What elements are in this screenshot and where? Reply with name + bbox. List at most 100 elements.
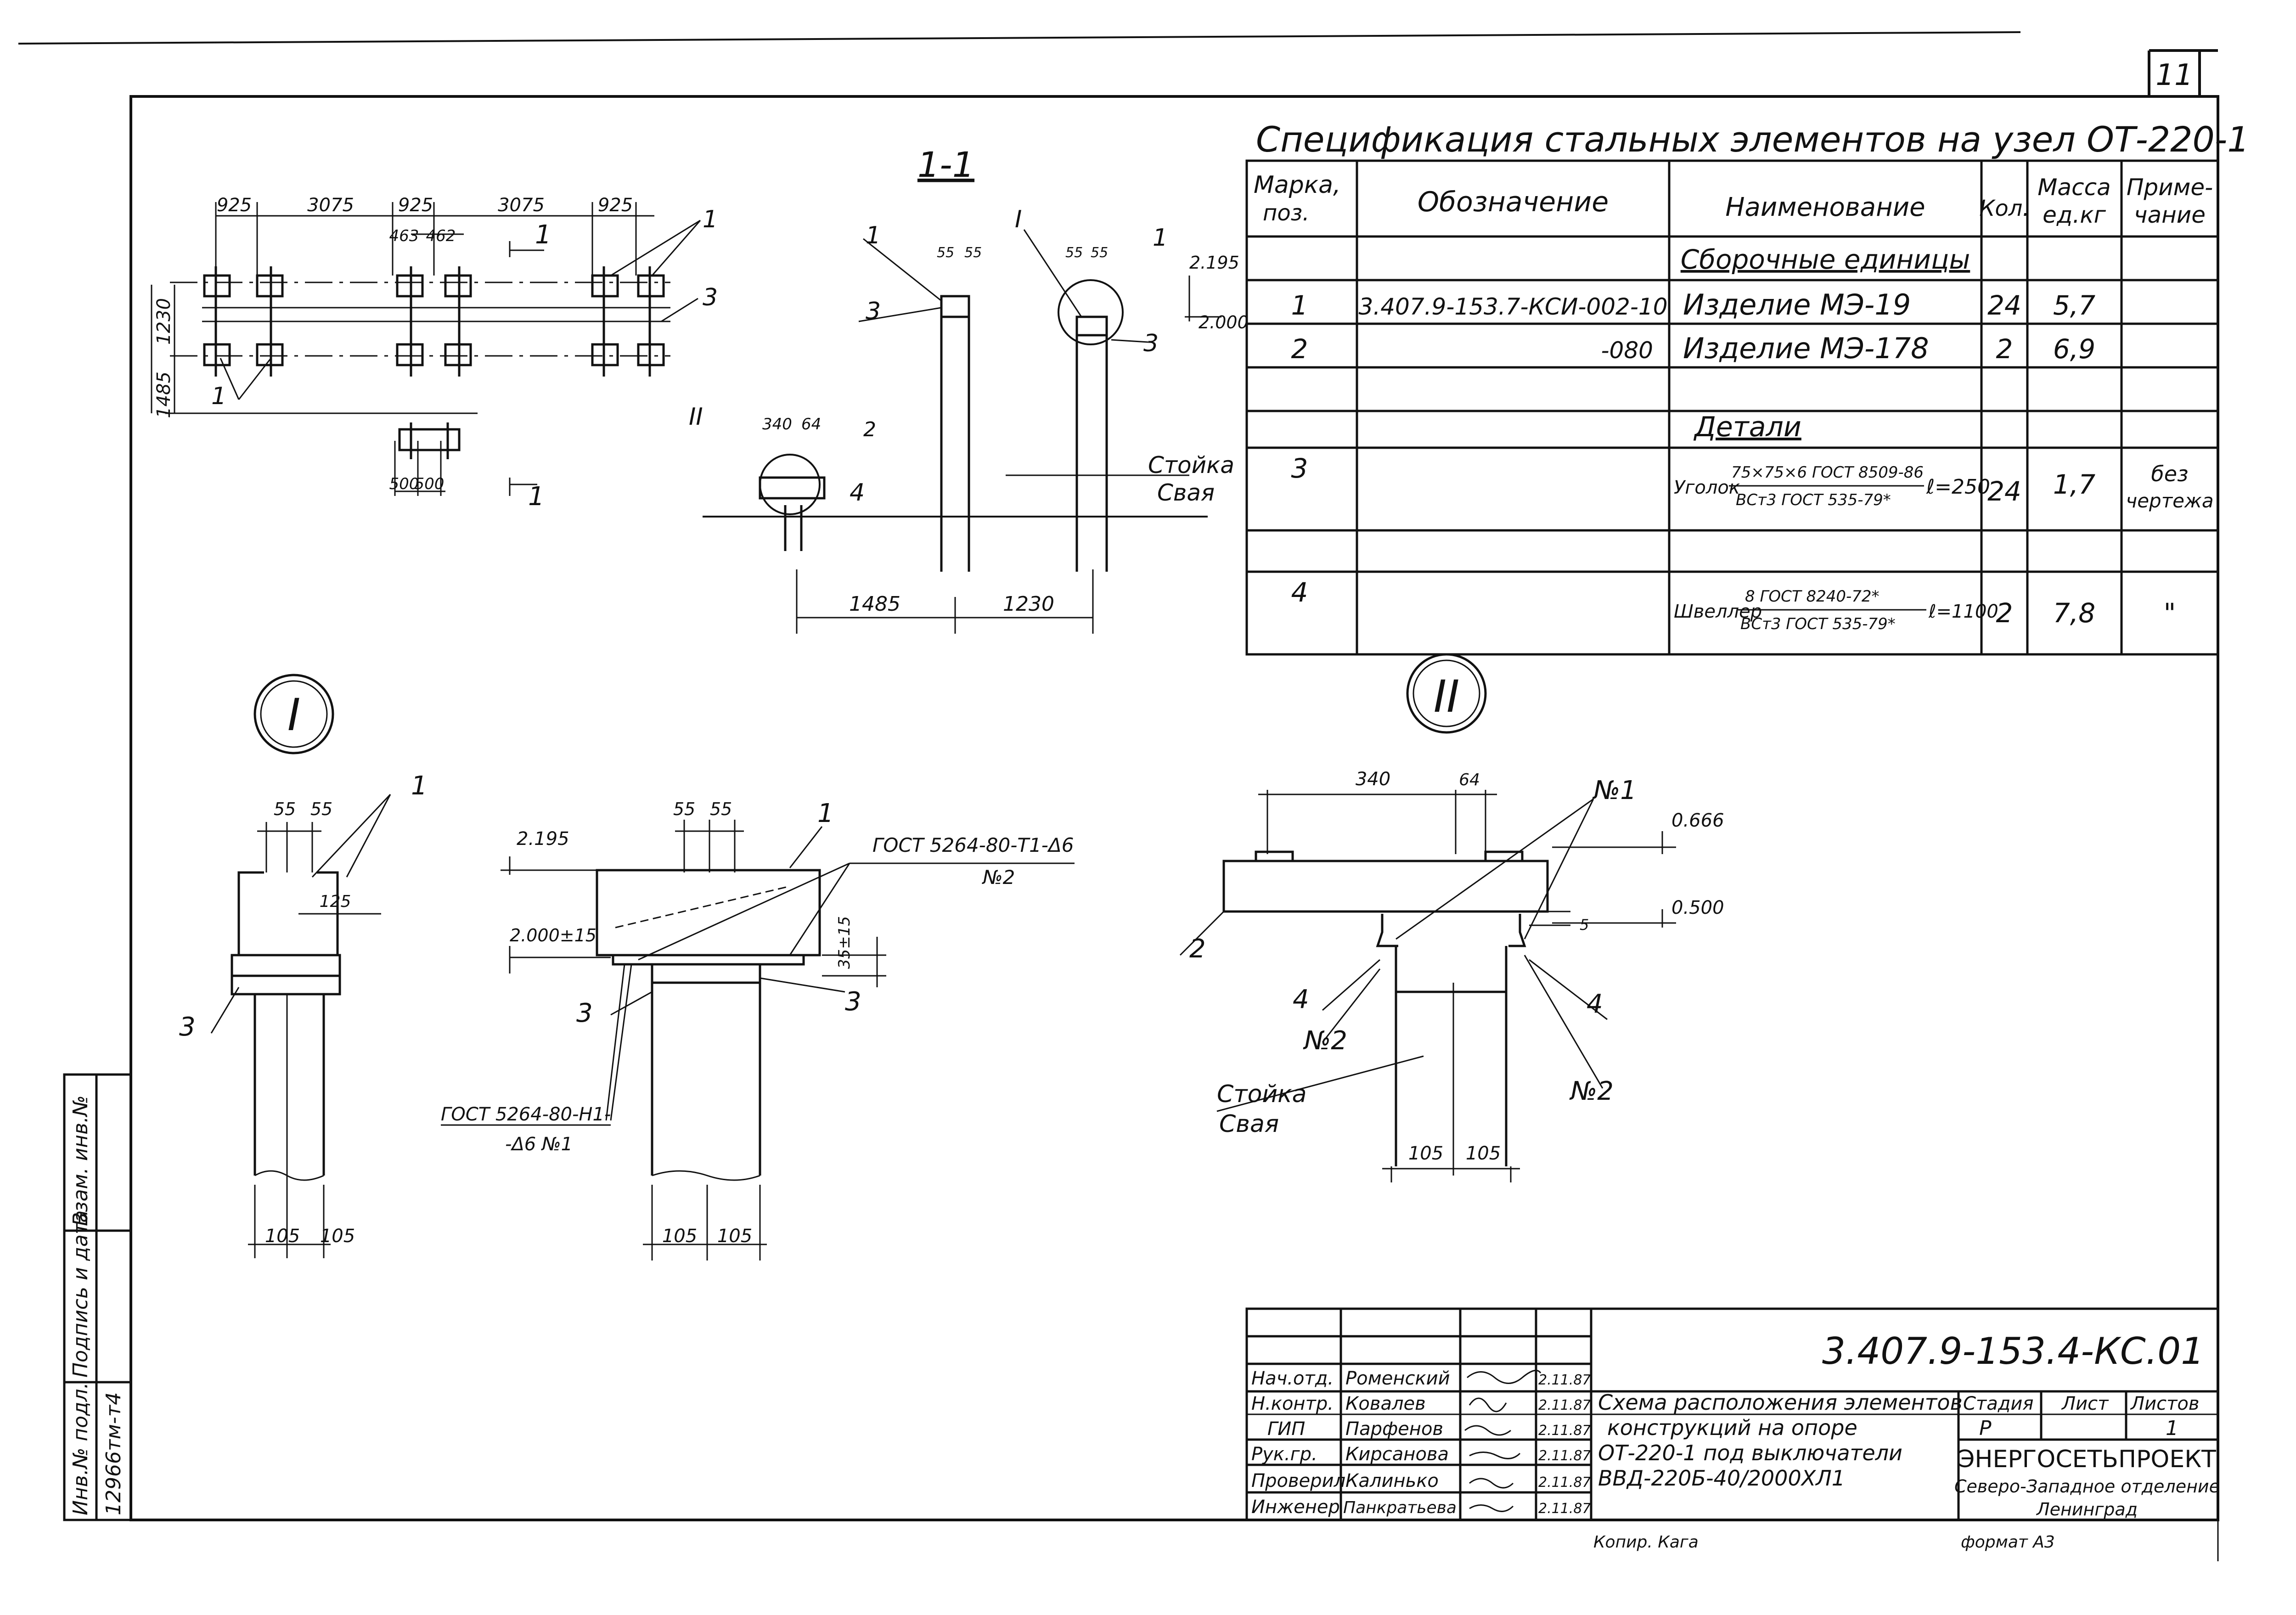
row2-designation: -080 — [1601, 337, 1653, 364]
top-trim-line — [18, 31, 2021, 45]
tb-signatures — [1464, 1369, 1542, 1512]
tb-date-5: 2.11.87 — [1538, 1501, 1591, 1517]
plan-dim-left-2: 1485 — [153, 371, 174, 418]
plan-dim-inner-1: 463 — [389, 227, 419, 245]
nodeII-callout-4b: 4 — [1587, 989, 1603, 1019]
s11-dim-55a: 55 — [937, 245, 954, 261]
row4-name-bottom: ВСт3 ГОСТ 535-79* — [1740, 615, 1896, 633]
row3-name-suffix: ℓ=250 — [1926, 475, 1990, 499]
nodeII-label-svaya: Свая — [1219, 1110, 1279, 1138]
tb-org-sub: Северо-Западное отделение — [1954, 1476, 2220, 1497]
nodeIb-dim-35: 35±15 — [835, 916, 854, 969]
row4-qty: 2 — [1996, 597, 2013, 629]
tb-role-0: Нач.отд. — [1251, 1368, 1334, 1389]
plan-dim-bottom-2: 500 — [415, 475, 445, 493]
tb-role-4: Проверил — [1251, 1470, 1345, 1491]
nodeIb-dim-55b: 55 — [710, 799, 732, 819]
tb-sheet-header: Лист — [2061, 1393, 2109, 1414]
tb-date-0: 2.11.87 — [1538, 1372, 1591, 1388]
nodeIb-dim-55a: 55 — [673, 799, 695, 819]
side-inv-orig: Инв.№ подл. — [69, 1382, 92, 1515]
section-assemblies: Сборочные единицы — [1681, 244, 1970, 275]
s11-dim-1485: 1485 — [849, 592, 900, 616]
row3-mark: 3 — [1291, 453, 1308, 484]
nodeI-dim-125: 125 — [320, 892, 351, 911]
side-strip: Инв.№ подл. Подпись и дата Взам. инв.№ 1… — [63, 1073, 132, 1521]
s11-dim-64: 64 — [801, 415, 821, 433]
plan-plates — [202, 266, 670, 459]
tb-format: формат А3 — [1961, 1533, 2055, 1552]
plan-callout-1: 1 — [703, 206, 718, 233]
header-mass: Масса — [2037, 174, 2110, 201]
tb-name-2: Парфенов — [1345, 1418, 1443, 1440]
nodeII-callout-4a: 4 — [1293, 985, 1309, 1014]
row4-note: " — [2164, 597, 2176, 629]
tb-role-5: Инженер — [1251, 1497, 1340, 1518]
nodeI-dim-105a: 105 — [265, 1226, 300, 1247]
nodeII-title: II — [1434, 671, 1460, 722]
row3-qty: 24 — [1987, 476, 2021, 507]
s11-callout-1b: 1 — [1153, 224, 1168, 252]
nodeIb-dim-105b: 105 — [717, 1226, 752, 1247]
nodeIb-dim-105a: 105 — [662, 1226, 697, 1247]
tb-role-3: Рук.гр. — [1251, 1444, 1317, 1465]
s11-callout-I: I — [1015, 206, 1022, 233]
row2-mass: 6,9 — [2053, 333, 2095, 365]
row1-mass: 5,7 — [2053, 290, 2095, 321]
nodeI-callout-1: 1 — [411, 771, 428, 801]
tb-name-4: Калинько — [1345, 1470, 1439, 1491]
nodeI-dim-55a: 55 — [274, 799, 296, 819]
plan-dim-left-1: 1230 — [153, 298, 174, 345]
s11-callout-3: 3 — [866, 298, 881, 325]
tb-desc-3: ОТ-220-1 под выключатели — [1598, 1441, 1902, 1465]
tb-sheets-header: Листов — [2130, 1393, 2199, 1414]
tb-role-2: ГИП — [1267, 1418, 1305, 1440]
tb-people: Нач.отд. Роменский 2.11.87 Н.контр. Кова… — [1251, 1368, 1591, 1518]
row2-name: Изделие МЭ-178 — [1683, 332, 1929, 365]
plan-view: 925 3075 925 3075 925 463 462 1230 1485 … — [151, 195, 718, 512]
nodeII-dim-5: 5 — [1580, 916, 1589, 934]
nodeIb-level-top: 2.195 — [517, 828, 569, 850]
plan-section-mark-top: 1 — [535, 220, 551, 250]
node-I-side: 55 55 2.195 2.000±15 35±15 ГОСТ 5264-80-… — [441, 799, 1075, 1260]
tb-desc-4: ВВД-220Б-40/2000ХЛ1 — [1598, 1466, 1845, 1491]
nodeII-callout-2: 2 — [1189, 934, 1206, 964]
section-details: Детали — [1693, 411, 1801, 443]
tb-stage: Р — [1979, 1417, 1992, 1440]
side-vzam: Взам. инв.№ — [69, 1095, 92, 1226]
nodeII-label-n1: №1 — [1592, 776, 1637, 805]
s11-callout-3b: 3 — [1143, 330, 1159, 357]
section-1-1: 1-1 55 55 — [689, 144, 1249, 634]
nodeII-label-stoika: Стойка — [1217, 1080, 1306, 1108]
row2-qty: 2 — [1996, 333, 2013, 365]
section-title: 1-1 — [917, 144, 974, 185]
s11-label-stoika: Стойка — [1148, 452, 1234, 478]
nodeII-label-n2a: №2 — [1303, 1026, 1347, 1056]
nodeIb-weld-top: ГОСТ 5264-80-Т1-Δ6 — [872, 834, 1074, 856]
tb-date-2: 2.11.87 — [1538, 1423, 1591, 1439]
row4-name-prefix: Швеллер — [1674, 601, 1762, 622]
row3-mass: 1,7 — [2053, 469, 2095, 500]
row1-qty: 24 — [1987, 290, 2021, 321]
plan-callout-3: 3 — [703, 284, 718, 311]
node-II: II — [1179, 653, 1724, 1182]
row4-mass: 7,8 — [2053, 597, 2095, 629]
s11-callout-4: 4 — [850, 479, 865, 506]
row4-name-top: 8 ГОСТ 8240-72* — [1745, 587, 1880, 606]
header-note-2: чание — [2134, 202, 2206, 228]
tb-date-1: 2.11.87 — [1538, 1397, 1591, 1413]
row3-name-top: 75×75×6 ГОСТ 8509-86 — [1731, 463, 1924, 482]
nodeIb-level-mid: 2.000±15 — [510, 925, 597, 945]
tb-date-4: 2.11.87 — [1538, 1474, 1591, 1491]
header-qty: Кол. — [1979, 196, 2029, 221]
header-mark: Марка, — [1254, 171, 1341, 199]
nodeII-dim-340: 340 — [1356, 769, 1390, 790]
nodeII-label-n2b: №2 — [1569, 1076, 1614, 1106]
nodeIb-callout-1: 1 — [817, 799, 834, 828]
node-I: I 55 55 125 105 105 1 3 — [179, 674, 428, 1258]
side-inv-value: 12966тм-т4 — [102, 1392, 125, 1515]
header-mass-2: ед.кг — [2043, 202, 2106, 228]
nodeII-dim-105a: 105 — [1408, 1143, 1443, 1164]
nodeIb-weld-top-no: №2 — [982, 866, 1015, 889]
